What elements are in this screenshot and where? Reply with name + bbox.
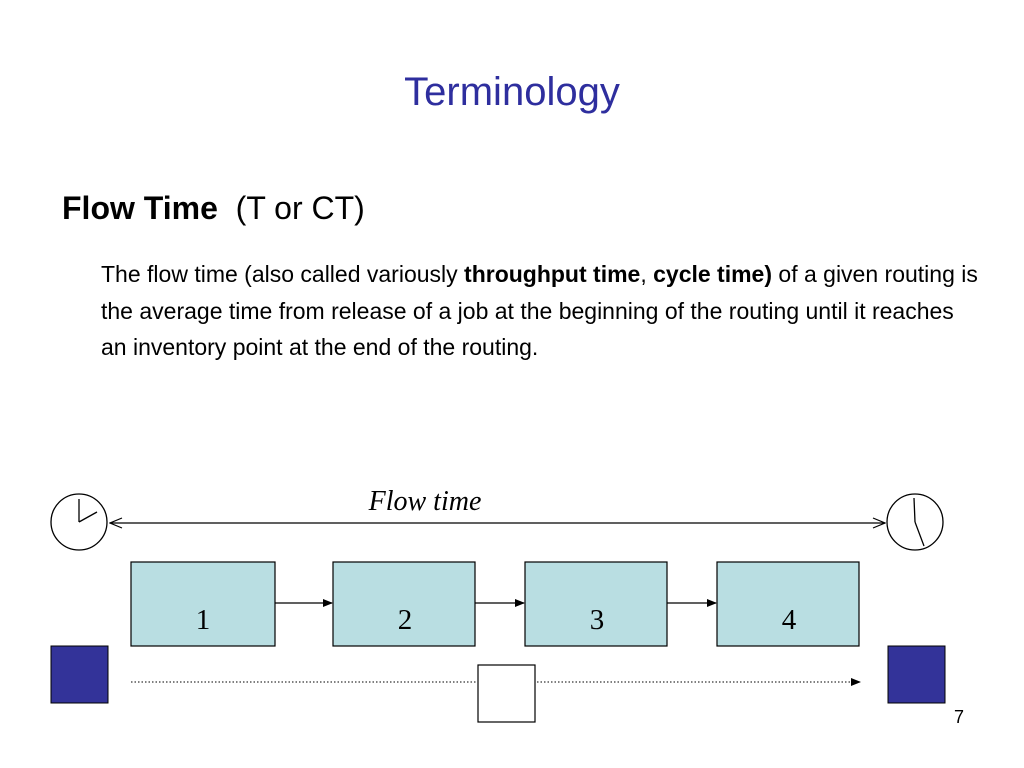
heading-abbrev: (T or CT) <box>235 190 365 226</box>
definition-bold-throughput: throughput time <box>464 261 641 287</box>
station-4-label: 4 <box>781 604 797 636</box>
definition-text-3: of a given routing is the average time f… <box>101 261 978 360</box>
start-inventory <box>50 645 109 704</box>
station-2-label: 2 <box>397 604 413 636</box>
station-1-box <box>130 561 276 647</box>
station-3-box <box>524 561 668 647</box>
definition-text-2: , <box>640 261 654 287</box>
start-clock-icon <box>50 493 108 551</box>
station-2-box <box>332 561 476 647</box>
heading-term: Flow Time <box>62 190 218 226</box>
section-heading: Flow Time (T or CT) <box>62 190 365 227</box>
end-inventory <box>887 645 946 704</box>
job-box <box>477 664 536 723</box>
definition-text-1: The flow time (also called variously <box>101 261 465 287</box>
definition-bold-cycle: cycle time) <box>653 261 773 287</box>
flow-time-label: Flow time <box>368 486 482 517</box>
end-clock-icon <box>886 493 944 551</box>
station-1-label: 1 <box>195 604 211 636</box>
station-3-label: 3 <box>589 604 605 636</box>
page-number: 7 <box>953 707 964 727</box>
definition-paragraph: The flow time (also called variously thr… <box>101 256 981 366</box>
station-4-box <box>716 561 860 647</box>
slide-title: Terminology <box>404 70 620 114</box>
